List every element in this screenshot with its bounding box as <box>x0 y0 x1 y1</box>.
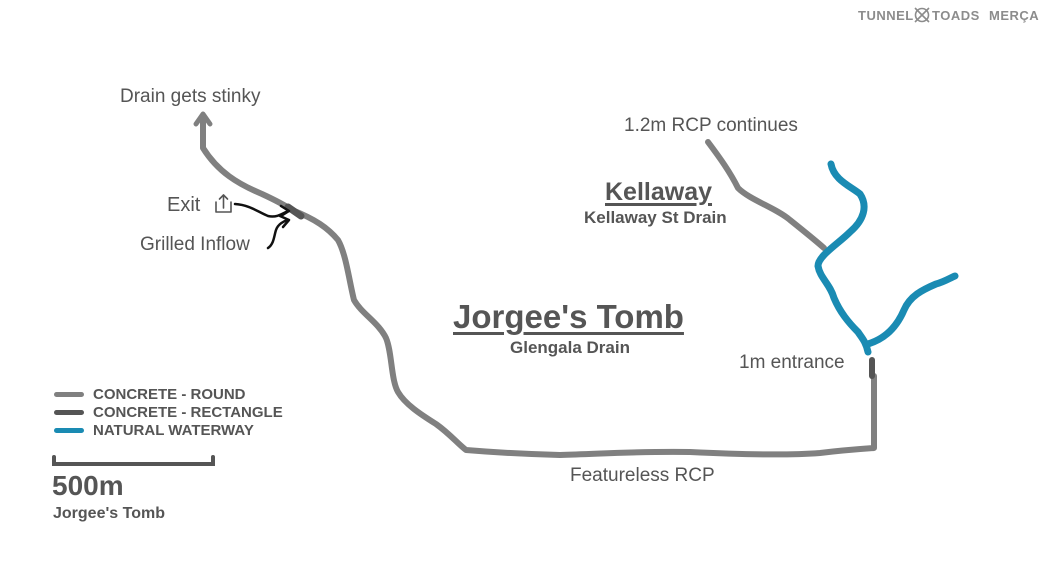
share-exit-icon <box>215 194 232 213</box>
brand-merca: MERÇA <box>989 8 1040 23</box>
main-title: Jorgee's Tomb <box>453 298 684 335</box>
drain-direction-arrowhead <box>193 111 213 127</box>
label-featureless: Featureless RCP <box>570 465 715 486</box>
legend-swatch <box>54 427 84 433</box>
kellaway-subtitle: Kellaway St Drain <box>584 208 727 227</box>
label-exit: Exit <box>167 194 201 216</box>
crossed-circle-icon <box>914 7 930 23</box>
main-subtitle: Glengala Drain <box>510 338 630 357</box>
legend-label: CONCRETE - RECTANGLE <box>93 403 283 421</box>
natural-waterway-main <box>814 160 872 356</box>
legend-label: CONCRETE - ROUND <box>93 385 246 403</box>
natural-waterway-branch <box>864 272 959 348</box>
label-rcp-continues: 1.2m RCP continues <box>624 115 798 136</box>
legend-item-concrete-round: CONCRETE - ROUND <box>54 385 246 403</box>
kellaway-drain-route <box>705 139 827 251</box>
legend-swatch <box>54 391 84 397</box>
brand-tunnel: TUNNEL <box>858 8 914 23</box>
legend-item-natural-waterway: NATURAL WATERWAY <box>54 421 254 439</box>
label-grilled-inflow: Grilled Inflow <box>140 234 250 255</box>
kellaway-title: Kellaway <box>605 178 713 206</box>
scale-bar <box>52 455 215 466</box>
scale-caption: Jorgee's Tomb <box>53 505 165 522</box>
inflow-pointer-arrowhead <box>278 214 291 229</box>
label-entrance: 1m entrance <box>739 352 845 373</box>
legend-item-concrete-rectangle: CONCRETE - RECTANGLE <box>54 403 283 421</box>
concrete-rectangle-segment <box>284 203 305 220</box>
brand-toads: TOADS <box>932 8 980 23</box>
scale-distance: 500m <box>52 470 124 501</box>
legend-label: NATURAL WATERWAY <box>93 421 254 439</box>
legend-swatch <box>54 409 84 415</box>
exit-pointer-arrowhead <box>279 204 291 218</box>
label-drain-stinky: Drain gets stinky <box>120 86 261 107</box>
inflow-pointer-arrow <box>266 218 290 250</box>
glengala-drain-route <box>200 117 877 458</box>
